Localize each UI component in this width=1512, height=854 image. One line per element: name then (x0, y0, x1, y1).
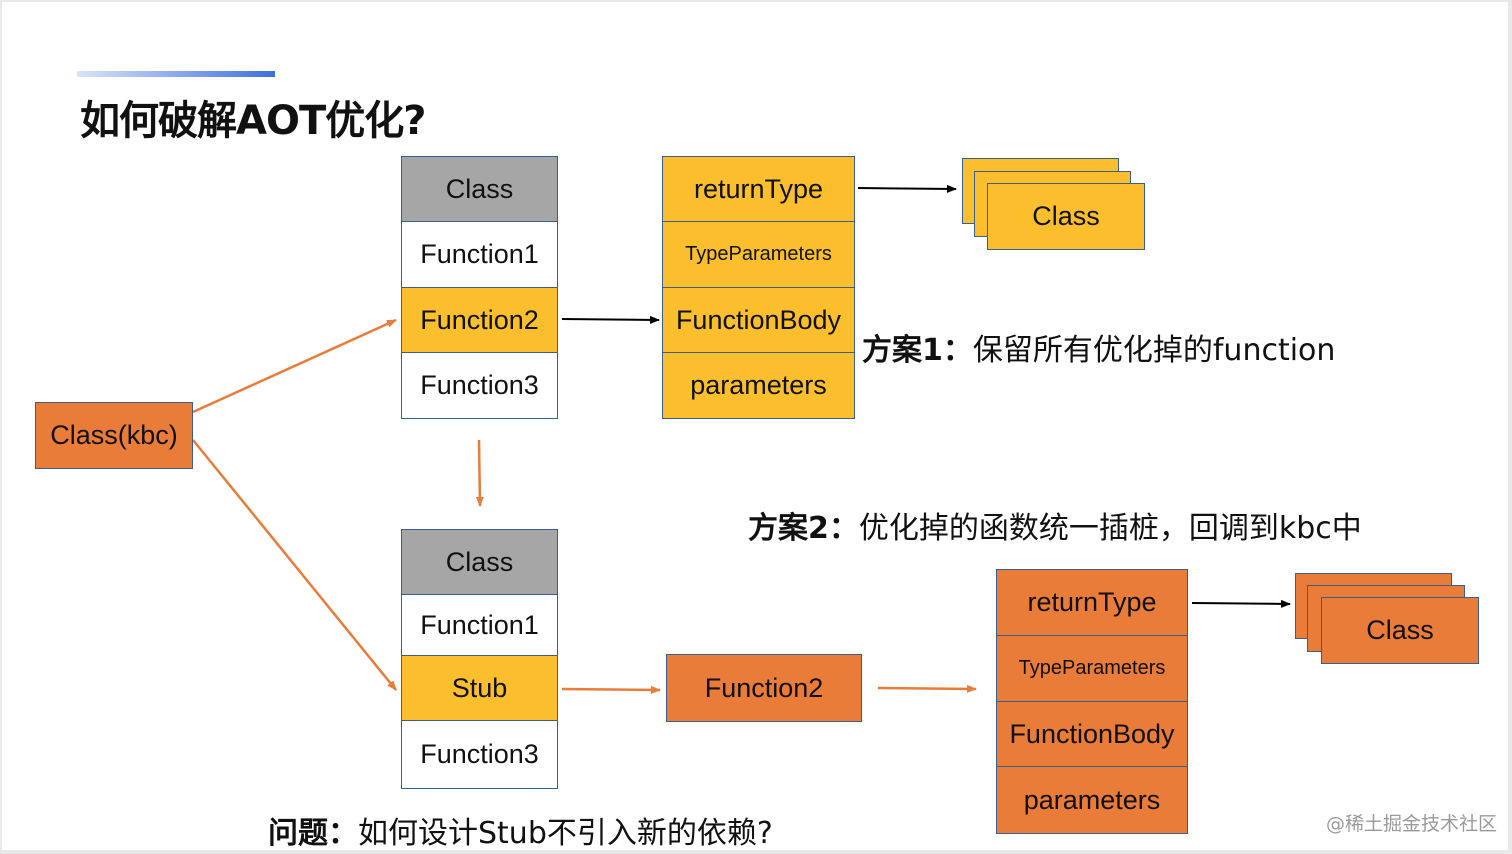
title-accent-bar (77, 71, 275, 77)
plan2-label: 方案2： (748, 511, 859, 546)
bottom-stack-card-front: Class (1321, 597, 1479, 664)
top-class-function3: Function3 (402, 353, 557, 418)
watermark: @稀土掘金技术社区 (1326, 813, 1498, 835)
question-label: 问题： (268, 816, 358, 851)
arrow-stub-to-function2 (561, 685, 661, 694)
plan2-text: 方案2：优化掉的函数统一插桩，回调到kbc中 (748, 503, 1362, 547)
bottom-class-function1: Function1 (402, 595, 557, 656)
top-function-column: returnType TypeParameters FunctionBody p… (662, 156, 855, 419)
top-class-column: Class Function1 Function2 Function3 (401, 156, 558, 419)
plan1-text: 方案1：保留所有优化掉的function (862, 325, 1335, 369)
arrow-root-to-bottom-class (192, 439, 397, 691)
bottom-function-returntype: returnType (997, 570, 1187, 636)
arrow-returntype-to-class (857, 184, 957, 193)
arrow-top-to-bottom-class (475, 439, 484, 507)
top-function-returntype: returnType (663, 157, 854, 222)
top-function-functionbody: FunctionBody (663, 288, 854, 353)
bottom-function-column: returnType TypeParameters FunctionBody p… (996, 569, 1188, 834)
arrow-bottom-returntype-to-class (1191, 599, 1291, 608)
top-stack-card-front: Class (987, 183, 1145, 250)
arrow-root-to-top-class (192, 318, 397, 414)
page-title: 如何破解AOT优化? (80, 98, 426, 144)
bottom-function-parameters: parameters (997, 767, 1187, 833)
arrow-function2-to-details (561, 315, 660, 324)
plan1-body: 保留所有优化掉的function (972, 333, 1336, 368)
top-class-header: Class (402, 157, 557, 222)
root-class-kbc: Class(kbc) (35, 402, 193, 469)
arrow-function2-to-bottom-details (877, 684, 977, 693)
top-function-typeparameters: TypeParameters (663, 222, 854, 288)
bottom-class-column: Class Function1 Stub Function3 (401, 529, 558, 789)
bottom-function2-box: Function2 (666, 654, 862, 722)
top-function-parameters: parameters (663, 353, 854, 418)
bottom-function-functionbody: FunctionBody (997, 702, 1187, 767)
top-class-function1: Function1 (402, 222, 557, 288)
plan1-label: 方案1： (862, 333, 973, 368)
bottom-function-typeparameters: TypeParameters (997, 636, 1187, 702)
bottom-class-header: Class (402, 530, 557, 595)
plan2-body: 优化掉的函数统一插桩，回调到kbc中 (858, 511, 1362, 546)
top-class-function2: Function2 (402, 288, 557, 353)
bottom-class-stub: Stub (402, 656, 557, 721)
question-body: 如何设计Stub不引入新的依赖? (358, 816, 773, 851)
question-text: 问题：如何设计Stub不引入新的依赖? (268, 808, 773, 852)
bottom-class-function3: Function3 (402, 721, 557, 788)
